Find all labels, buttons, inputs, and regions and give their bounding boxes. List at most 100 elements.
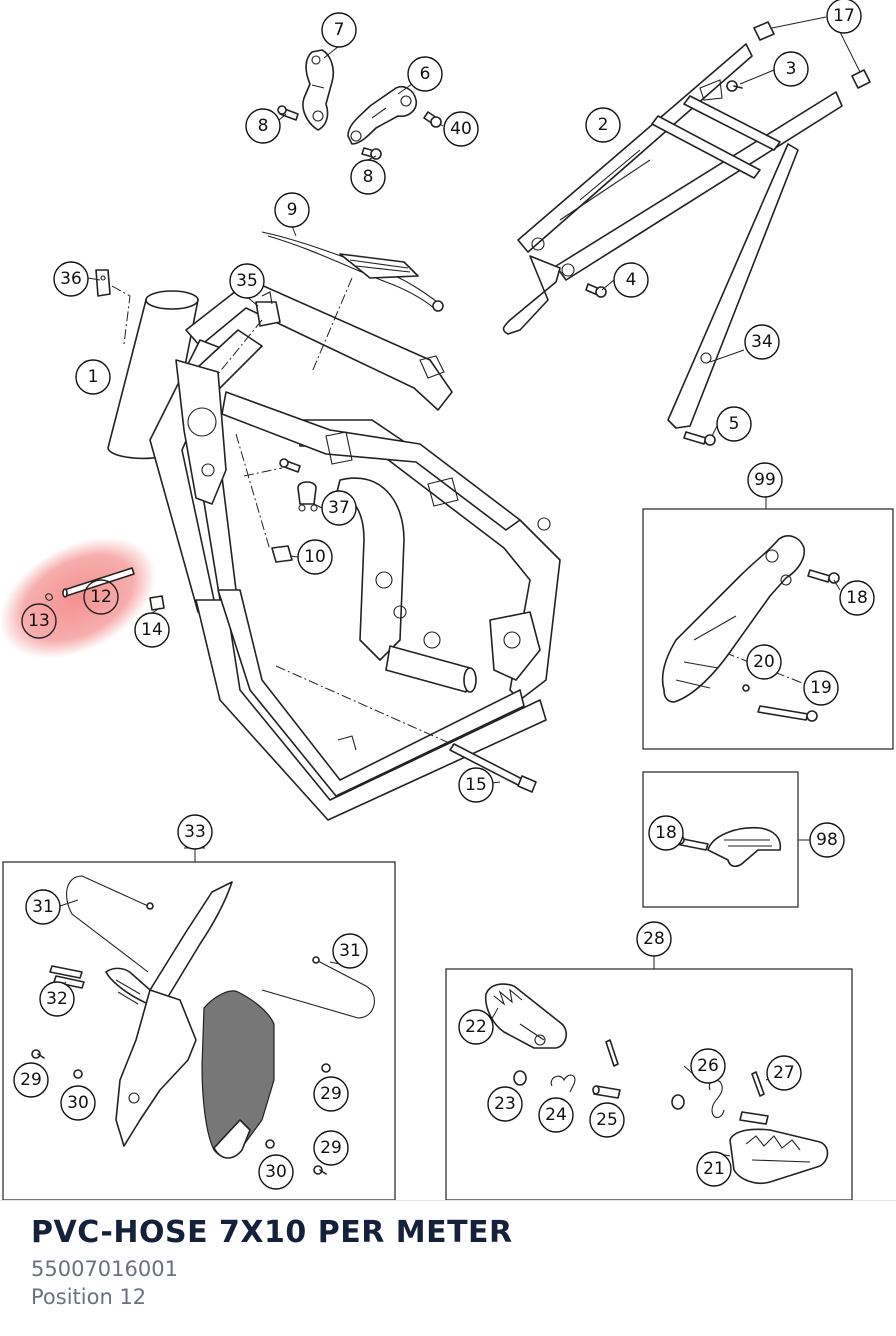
callout-4[interactable]: 4 [613,262,649,298]
callout-30a[interactable]: 30 [60,1085,96,1121]
callout-18a[interactable]: 18 [839,580,875,616]
pin-27[interactable] [739,1071,769,1125]
callout-14[interactable]: 14 [134,612,170,648]
washer-23[interactable] [513,1070,527,1086]
callout-9[interactable]: 9 [274,192,310,228]
footpeg-22[interactable] [484,983,568,1049]
callout-10[interactable]: 10 [297,539,333,575]
cap-17a[interactable] [753,21,775,41]
hose-12[interactable] [62,567,135,598]
callout-29c[interactable]: 29 [313,1130,349,1166]
callout-25[interactable]: 25 [589,1102,625,1138]
svg-text:21: 21 [703,1159,725,1179]
callout-33[interactable]: 33 [177,814,213,850]
cable-9[interactable] [261,231,444,312]
screw-3[interactable] [726,80,743,92]
bolt-19[interactable] [757,705,818,722]
callout-99[interactable]: 99 [747,462,783,498]
callout-19[interactable]: 19 [803,670,839,706]
callout-40[interactable]: 40 [443,111,479,147]
callout-21[interactable]: 21 [696,1151,732,1187]
washer-19[interactable] [742,684,750,692]
screw-4[interactable] [585,283,607,298]
part-position: Position 12 [31,1285,147,1309]
screw-5[interactable] [683,431,716,446]
callout-34[interactable]: 34 [744,324,780,360]
callout-26[interactable]: 26 [690,1048,726,1084]
screw-29c[interactable] [313,1165,327,1175]
screw-8b[interactable] [361,147,382,160]
pin-25[interactable] [592,1085,621,1099]
washer-30b[interactable] [265,1139,275,1149]
callout-36[interactable]: 36 [53,261,89,297]
callout-15[interactable]: 15 [458,767,494,803]
callout-6[interactable]: 6 [407,56,443,92]
callout-28[interactable]: 28 [636,921,672,957]
callout-8b[interactable]: 8 [350,159,386,195]
svg-text:8: 8 [258,116,269,136]
callout-2[interactable]: 2 [585,107,621,143]
callout-24[interactable]: 24 [538,1097,574,1133]
washer-30a[interactable] [73,1069,83,1079]
strap-31b[interactable] [261,956,375,1019]
callout-3[interactable]: 3 [773,51,809,87]
clip-36[interactable] [95,269,111,297]
callout-23[interactable]: 23 [487,1086,523,1122]
svg-text:31: 31 [32,897,54,917]
screw-29b[interactable] [321,1063,331,1073]
bracket-7[interactable] [302,49,335,131]
spring-26[interactable] [708,1079,725,1119]
clamp-13[interactable] [45,593,53,601]
screw-8a[interactable] [277,105,299,121]
strap-31a[interactable] [66,875,154,973]
bracket-6[interactable] [347,85,418,145]
callout-31b[interactable]: 31 [332,933,368,969]
footpeg-21[interactable] [729,1128,829,1185]
callout-8a[interactable]: 8 [245,108,281,144]
svg-text:33: 33 [184,822,206,842]
callout-12[interactable]: 12 [83,579,119,615]
cotter-pin[interactable] [605,1039,619,1067]
callout-17[interactable]: 17 [826,0,862,34]
nut-10[interactable] [271,545,293,563]
chain-guide-20[interactable] [661,535,806,703]
screw-40[interactable] [423,111,442,128]
frame-guard-right-33[interactable] [201,990,275,1159]
clamp-37[interactable] [297,481,318,512]
callout-32[interactable]: 32 [39,981,75,1017]
callout-29a[interactable]: 29 [13,1062,49,1098]
svg-text:10: 10 [304,547,326,567]
callout-37[interactable]: 37 [321,490,357,526]
callout-98[interactable]: 98 [809,822,845,858]
washer-26[interactable] [671,1094,685,1110]
callout-35[interactable]: 35 [229,263,265,299]
cap-17b[interactable] [851,69,871,89]
callout-30b[interactable]: 30 [258,1154,294,1190]
svg-text:19: 19 [810,678,832,698]
spring-24[interactable] [550,1074,576,1093]
screw-29a[interactable] [31,1049,45,1059]
kit-box-99 [642,508,894,750]
subframe-2[interactable] [502,43,843,429]
callout-20[interactable]: 20 [746,644,782,680]
callout-18b[interactable]: 18 [648,815,684,851]
callout-13[interactable]: 13 [21,603,57,639]
bolt-near-10[interactable] [279,458,301,473]
svg-text:29: 29 [20,1070,42,1090]
callout-7[interactable]: 7 [321,12,357,48]
callout-5[interactable]: 5 [716,406,752,442]
bolt-15[interactable] [449,743,537,793]
callout-22[interactable]: 22 [458,1009,494,1045]
frame-guard-left-33[interactable] [105,881,233,1147]
nut-14[interactable] [149,595,165,611]
main-frame-1[interactable] [107,279,561,821]
callout-27[interactable]: 27 [766,1055,802,1091]
screw-18a[interactable] [807,569,840,584]
svg-text:34: 34 [751,332,773,352]
callout-29b[interactable]: 29 [313,1076,349,1112]
slider-98[interactable] [707,826,782,868]
screws-32[interactable] [49,965,85,989]
callout-1[interactable]: 1 [75,359,111,395]
callout-31a[interactable]: 31 [25,889,61,925]
svg-text:40: 40 [450,119,472,139]
